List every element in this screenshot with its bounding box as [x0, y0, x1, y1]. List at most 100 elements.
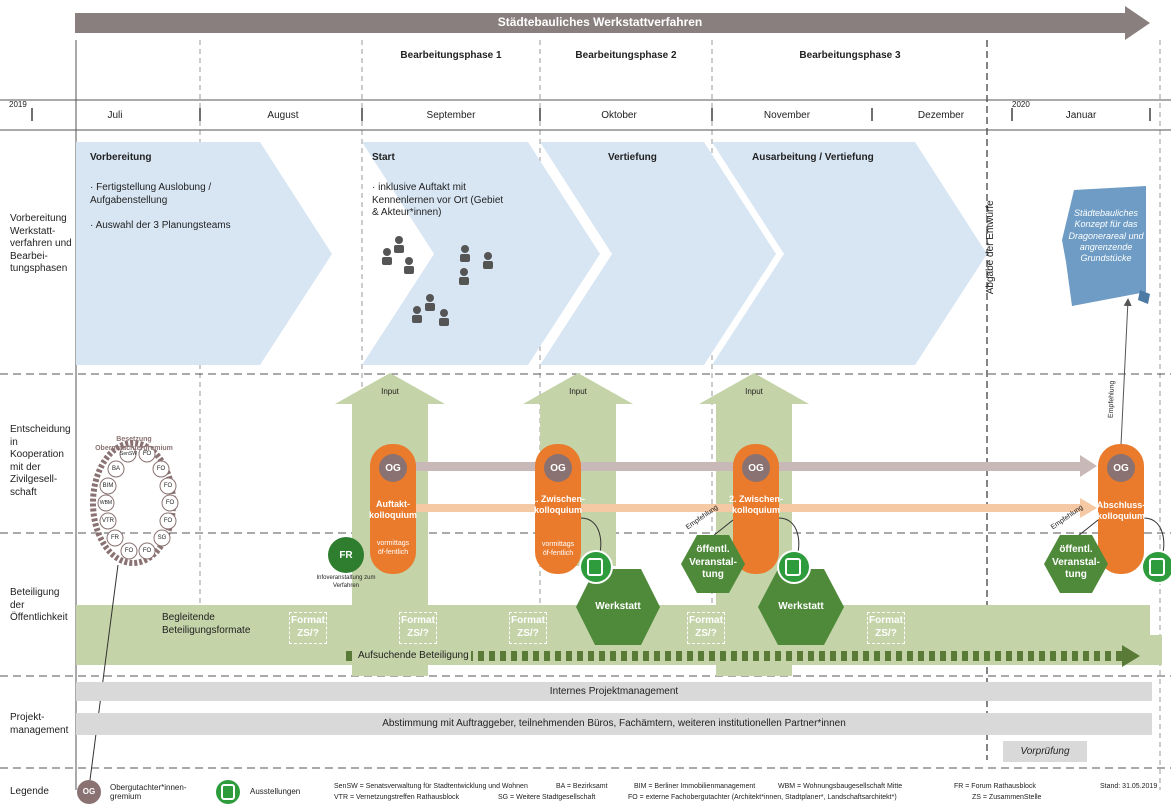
member-fo-7: FO [142, 548, 152, 554]
legend-abbr-ba: BA = Bezirksamt [556, 783, 608, 790]
internes-bar [76, 682, 1152, 701]
kolloquium-pill-2 [535, 444, 581, 574]
legend-abbr-sensw: SenSW = Senatsverwaltung für Stadtentwic… [334, 783, 528, 790]
phase-1-label: Bearbeitungsphase 1 [400, 50, 502, 61]
member-fo-2: FO [156, 466, 166, 472]
member-fr: FR [111, 535, 119, 541]
row-label-projektmanagement: Projekt-management [10, 712, 69, 736]
header-title: Städtebauliches Werkstattverfahren [497, 15, 703, 29]
month-ticks [31, 108, 1151, 121]
ausstellung-icons [579, 550, 1171, 584]
og-label-2: OG [550, 463, 566, 474]
abgabe-label: Abgabe der Entwürfe [984, 200, 996, 295]
vorpruefung-bar [1003, 741, 1087, 762]
kolloquium-name-4: Abschluss-kolloquium [1096, 500, 1146, 522]
legend-og-text: OG [82, 787, 96, 796]
format-box-3: Format ZS/? [509, 612, 547, 644]
start-chevron [362, 142, 600, 365]
year-2019: 2019 [9, 100, 27, 109]
empfehlung-label-3: Empfehlung [1107, 380, 1116, 419]
row-label-beteiligung: Beteiligung der Öffentlichkeit [10, 587, 68, 623]
legend-abbr-wbm: WBM = Wohnungsbaugesellschaft Mitte [778, 783, 903, 790]
kolloquium-pill-4 [1098, 444, 1144, 574]
vorpruefung-label: Vorprüfung [1020, 746, 1070, 757]
legend-abbr-zs: ZS = ZusammenStelle [972, 794, 1042, 801]
gremium-title: Besetzung Obergutachtergremium [95, 436, 173, 452]
legend-abbr-fr: FR = Forum Rathausblock [954, 783, 1036, 790]
ausarbeitung-title: Ausarbeitung / Vertiefung [752, 152, 874, 163]
input-label-3: Input [745, 387, 763, 396]
ausarbeitung-chevron [712, 142, 987, 365]
phase-2-label: Bearbeitungsphase 2 [575, 50, 677, 61]
legend-stand: Stand: 31.05.2019 [1100, 783, 1158, 790]
format-box-1: Format ZS/? [289, 612, 327, 644]
aufsuchende-label: Aufsuchende Beteiligung [356, 650, 471, 663]
member-vtr: VTR [102, 518, 114, 524]
legend-abbr-vtr: VTR = Vernetzungstreffen Rathausblock [334, 794, 459, 801]
start-bullet: · inklusive Auftakt mit Kennenlernen vor… [372, 182, 504, 218]
month-september: September [426, 110, 476, 121]
vorbereitung-bullet-2-text: Auswahl der 3 Planungsteams [95, 220, 231, 231]
start-title: Start [372, 152, 395, 163]
vorbereitung-bullet-1: · Fertigstellung Auslobung / Aufgabenste… [90, 182, 212, 206]
member-fo-3: FO [163, 483, 173, 489]
phase-3-label: Bearbeitungsphase 3 [799, 50, 901, 61]
vertiefung-chevron [540, 142, 776, 365]
og-label-1: OG [385, 463, 401, 474]
fr-label: FR [339, 550, 353, 561]
legend-abbr-fo: FO = externe Fachobergutachter (Architek… [628, 794, 897, 801]
row-label-vorbereitung: Vorbereitung Werkstatt-verfahren und Bea… [10, 213, 72, 274]
format-box-4: Format ZS/? [687, 612, 725, 644]
abstimmung-label: Abstimmung mit Auftraggeber, teilnehmend… [382, 718, 846, 729]
member-fo-4: FO [165, 500, 175, 506]
year-2020: 2020 [1012, 100, 1030, 109]
format-box-2: Format ZS/? [399, 612, 437, 644]
header-arrow [75, 6, 1150, 40]
kolloquium-name-2: 1. Zwischen-kolloquium [531, 494, 586, 516]
werkstatt-label-2: Werkstatt [778, 601, 824, 612]
legend-abbr-bim: BIM = Berliner Immobilienmanagement [634, 783, 756, 790]
month-juli: Juli [107, 110, 123, 121]
input-label-2: Input [569, 387, 587, 396]
member-sg: SG [157, 535, 167, 541]
gremium-members [97, 445, 179, 560]
kolloquium-pill-1 [370, 444, 416, 574]
legend-ausstellung-icon [216, 780, 240, 804]
hexagons [576, 535, 1108, 645]
member-fo-1: FO [142, 451, 152, 457]
fr-note: Infoveranstaltung zum Verfahren [316, 575, 376, 589]
oeffentl-label-2: öffentl. Veranstal-tung [1052, 544, 1100, 580]
og-circles [379, 454, 1135, 482]
member-fo-5: FO [163, 518, 173, 524]
kolloquium-pill-3 [733, 444, 779, 574]
kolloquium-name-1: Auftakt-kolloquium [369, 499, 417, 521]
people-icon [382, 236, 493, 326]
legend-og-icon [77, 780, 101, 804]
month-august: August [267, 110, 299, 121]
row-label-entscheidung: Entscheidung in Kooperation mit der Zivi… [10, 424, 71, 498]
start-bullet-text: inklusive Auftakt mit Kennenlernen vor O… [372, 182, 504, 218]
vorbereitung-title: Vorbereitung [90, 152, 152, 163]
og-label-3: OG [748, 463, 764, 474]
werkstatt-label-1: Werkstatt [595, 601, 641, 612]
row-dividers [0, 373, 1171, 769]
month-oktober: Oktober [601, 110, 637, 121]
month-januar: Januar [1065, 110, 1097, 121]
vorbereitung-chevron [76, 142, 332, 365]
legend-title: Legende [10, 786, 49, 797]
legend-ausstellungen-label: Ausstellungen [250, 787, 301, 796]
member-ba: BA [111, 466, 120, 472]
member-fo-6: FO [124, 548, 134, 554]
input-label-1: Input [381, 387, 399, 396]
fr-circle [328, 537, 364, 573]
kolloquium-note-2: vormittags öf-fentlich [541, 541, 575, 557]
result-label: Städtebauliches Konzept für das Dragoner… [1068, 208, 1144, 263]
format-box-5: Format ZS/? [867, 612, 905, 644]
result-shape [1062, 186, 1146, 306]
vorbereitung-bullet-1-text: Fertigstellung Auslobung / Aufgabenstell… [90, 182, 212, 206]
og-label-4: OG [1113, 463, 1129, 474]
internes-label: Internes Projektmanagement [549, 686, 679, 697]
vorbereitung-bullet-2: · Auswahl der 3 Planungsteams [90, 220, 231, 231]
